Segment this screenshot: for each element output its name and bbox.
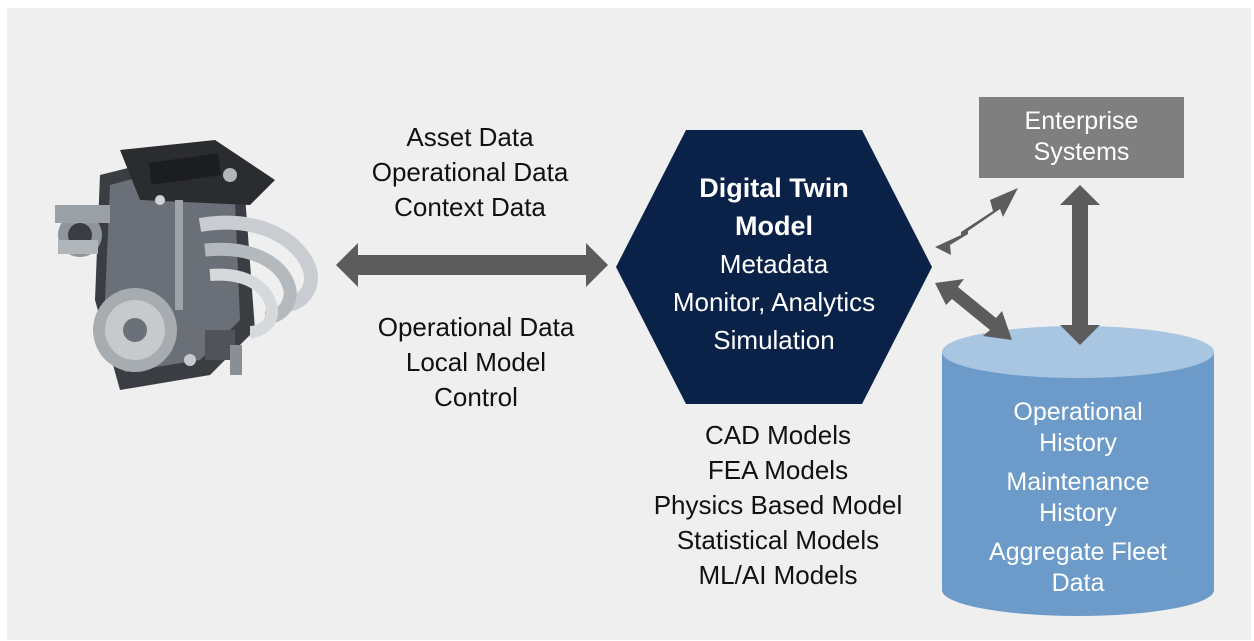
bidirectional-arrow-left	[336, 243, 608, 287]
digital-twin-hexagon	[616, 130, 932, 404]
label-operational-data: Operational Data	[377, 312, 575, 342]
engine-icon	[55, 140, 318, 390]
enterprise-line: Systems	[1033, 138, 1130, 166]
database-item-line: Operational	[1013, 398, 1143, 426]
arrow-enterprise-database	[1060, 185, 1100, 345]
model-item: Physics Based Model	[653, 490, 903, 520]
model-item: FEA Models	[707, 455, 849, 485]
enterprise-text: Enterprise Systems	[979, 106, 1184, 168]
model-item: ML/AI Models	[698, 560, 858, 590]
database-item: Aggregate Fleet Data	[942, 537, 1214, 599]
upstream-data-labels: Asset Data Operational Data Context Data	[340, 120, 600, 225]
label-operational-data: Operational Data	[371, 157, 569, 187]
hexagon-line-simulation: Simulation	[713, 325, 835, 355]
database-item: Operational History	[942, 397, 1214, 459]
label-local-model: Local Model	[405, 347, 547, 377]
database-item-line: Aggregate Fleet	[989, 538, 1167, 566]
database-item-line: Data	[1051, 569, 1105, 597]
hexagon-title-line: Model	[735, 211, 813, 241]
label-control: Control	[434, 382, 518, 412]
downstream-data-labels: Operational Data Local Model Control	[346, 310, 606, 415]
label-asset-data: Asset Data	[406, 122, 534, 152]
hexagon-line-metadata: Metadata	[719, 249, 829, 279]
database-item-line: History	[1039, 429, 1117, 457]
hexagon-text: Digital Twin Model Metadata Monitor, Ana…	[640, 169, 908, 359]
enterprise-systems-box	[979, 97, 1184, 178]
label-context-data: Context Data	[394, 192, 546, 222]
database-item-line: History	[1039, 499, 1117, 527]
database-item: Maintenance History	[942, 467, 1214, 529]
model-item: Statistical Models	[676, 525, 880, 555]
arrow-hex-database	[935, 279, 1012, 340]
database-item-line: Maintenance	[1006, 468, 1150, 496]
hexagon-line-monitor: Monitor, Analytics	[672, 287, 876, 317]
model-list: CAD Models FEA Models Physics Based Mode…	[628, 418, 928, 593]
arrow-hex-enterprise	[935, 188, 1018, 255]
model-item: CAD Models	[705, 420, 851, 450]
enterprise-line: Enterprise	[1024, 107, 1139, 135]
hexagon-title-line: Digital Twin	[699, 173, 849, 203]
database-text: Operational History Maintenance History …	[942, 397, 1214, 599]
